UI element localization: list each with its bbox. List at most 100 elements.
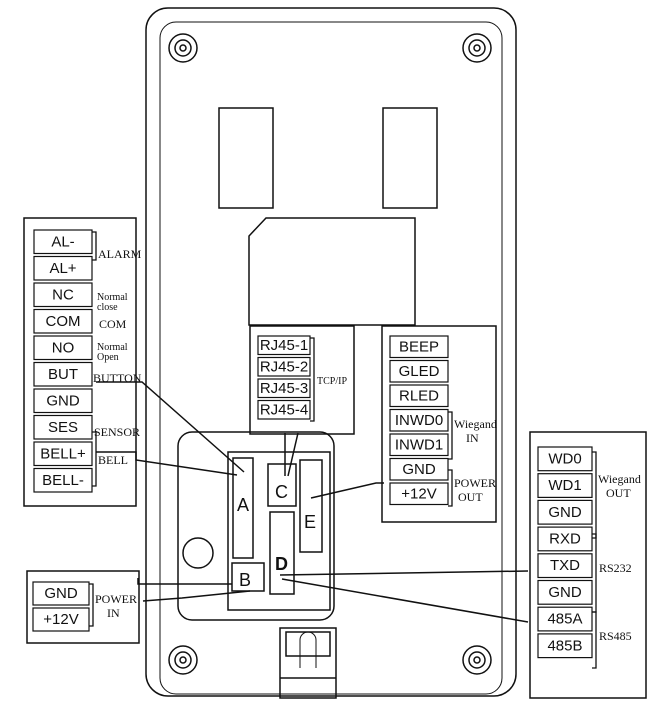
block-left-pin-cell (33, 441, 93, 467)
block-power-in-pin-cell (32, 581, 90, 606)
mount-hole-top-right (462, 33, 492, 63)
block-power-in-pin-cell (32, 607, 90, 632)
label-rs485: RS485 (599, 629, 632, 643)
block-e-pin-inwd1: INWD1 (395, 436, 443, 453)
label-normal-open-2: Open (97, 352, 119, 363)
device-inner-panel (159, 21, 503, 695)
block-power-in-pin-gnd: GND (44, 585, 78, 602)
block-left-pin-ses: SES (48, 419, 78, 436)
block-tcp-pin-rj451: RJ45-1 (260, 337, 308, 354)
block-power-in-pin-12v: +12V (43, 611, 78, 628)
block-left-pin-but: BUT (48, 366, 78, 383)
label-com: COM (99, 317, 127, 331)
block-e-pin-cell (389, 359, 449, 383)
label-wiegand-in-2: IN (466, 431, 479, 445)
block-tcp-pin-rj454: RJ45-4 (260, 401, 308, 418)
wire-d-to-wiegand (279, 570, 529, 576)
block-d-pin-cell (537, 499, 593, 525)
label-normal-close-2: close (97, 302, 118, 313)
bottom-clip-inner (285, 631, 331, 657)
block-tcp-pin-cell (257, 335, 311, 356)
label-power-out-1: POWER (454, 476, 496, 490)
block-d-pin-cell (537, 579, 593, 605)
block-e-pin-cell (389, 384, 449, 408)
block-tcp-pin-cell (257, 378, 311, 399)
device-back-panel (145, 7, 517, 697)
port-a-socket (232, 457, 254, 559)
mount-hole-bottom-right (462, 645, 492, 675)
block-left-pin-bell: BELL- (42, 472, 84, 489)
port-b-label: B (239, 570, 251, 590)
block-d-frame (529, 431, 647, 699)
block-d-pin-485b: 485B (547, 637, 582, 654)
block-e-pin-inwd0: INWD0 (395, 412, 443, 429)
block-d-pin-gnd: GND (548, 584, 582, 601)
label-wiegand-out-1: Wiegand (598, 472, 641, 486)
wire-tcp-to-c-2 (287, 432, 299, 477)
block-d-pin-cell (537, 553, 593, 579)
block-d-pin-txd: TXD (550, 557, 580, 574)
label-bell: BELL (98, 453, 128, 467)
cutout-center (248, 217, 416, 326)
port-c-socket (267, 463, 297, 507)
label-sensor: SENSOR (94, 425, 140, 439)
block-d-pin-rxd: RXD (549, 530, 581, 547)
port-d-label: D (275, 554, 288, 574)
label-tcpip: TCP/IP (317, 376, 347, 387)
block-d-pin-cell (537, 473, 593, 499)
connector-area-outer (177, 431, 335, 621)
block-tcp-pin-cell (257, 399, 311, 420)
label-power-in-1: POWER (95, 592, 137, 606)
block-d-pin-485a: 485A (547, 611, 582, 628)
port-e-label: E (304, 512, 316, 532)
block-left-pin-cell (33, 467, 93, 493)
block-d-pin-wd1: WD1 (548, 477, 581, 494)
block-e-pin-rled: RLED (399, 387, 439, 404)
mount-hole-bottom-left (168, 645, 198, 675)
block-tcp-pin-rj453: RJ45-3 (260, 380, 308, 397)
block-e-pin-cell (389, 457, 449, 481)
block-e-pin-cell (389, 433, 449, 457)
block-left-pin-bell: BELL+ (40, 445, 86, 462)
label-power-out-2: OUT (458, 490, 483, 504)
block-e-frame (381, 325, 497, 523)
block-d-pin-wd0: WD0 (548, 450, 581, 467)
block-power-in-frame (26, 570, 140, 644)
block-e-pin-gnd: GND (402, 461, 436, 478)
bottom-clip (279, 627, 337, 699)
block-left-pin-al: AL- (51, 233, 74, 250)
block-e-pin-beep: BEEP (399, 338, 439, 355)
block-left-pin-cell (33, 414, 93, 440)
block-d-pin-gnd: GND (548, 504, 582, 521)
label-alarm: ALARM (98, 247, 142, 261)
block-d-pin-cell (537, 633, 593, 659)
block-d-pin-cell (537, 606, 593, 632)
port-e-socket (299, 459, 323, 553)
block-tcp-pin-rj452: RJ45-2 (260, 358, 308, 375)
block-tcp-pin-cell (257, 356, 311, 377)
block-e-pin-12v: +12V (401, 485, 436, 502)
wire-d-to-rs485 (281, 578, 529, 623)
block-e-pin-cell (389, 482, 449, 506)
block-left-frame (23, 217, 137, 507)
block-left-pin-gnd: GND (46, 392, 80, 409)
block-left-pin-cell (33, 255, 93, 281)
label-normal-close-1: Normal (97, 292, 128, 303)
block-d-pin-cell (537, 526, 593, 552)
block-power-in-pins: GND +12V (32, 581, 90, 632)
block-e-pin-gled: GLED (399, 363, 440, 380)
block-left-pin-no: NO (52, 339, 75, 356)
block-left-pin-nc: NC (52, 286, 74, 303)
port-a-label: A (237, 495, 249, 515)
wire-powerin-to-b (137, 578, 232, 585)
label-wiegand-in-1: Wiegand (454, 417, 497, 431)
label-power-in-2: IN (107, 606, 120, 620)
cutout-left (218, 107, 274, 209)
wire-powerin-to-b-2 (142, 590, 251, 602)
label-button: BUTTON (93, 371, 142, 385)
block-e-pin-cell (389, 408, 449, 432)
